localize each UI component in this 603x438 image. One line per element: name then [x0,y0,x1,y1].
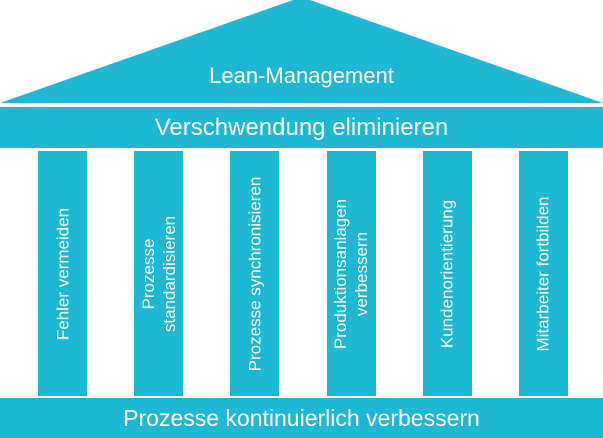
pillar-kundenorientierung: Kundenorientierung [422,151,472,396]
pillar-label-line: Prozesse synchronisieren [245,176,265,371]
pillar-fehler-vermeiden: Fehler vermeiden [38,151,87,396]
pillar-label: Prozesse synchronisieren [244,176,265,371]
roof-label: Lean-Management [209,63,394,88]
pillar-label-line: Kundenorientierung [437,199,457,348]
pillar-label-line: Fehler vermeiden [53,207,72,340]
pillar-mitarbeiter-fortbilden: Mitarbeiter fortbilden [518,151,568,396]
pillar-label: Produktionsanlagen verbessern [330,198,372,348]
pillar-label-line: verbessern [352,231,372,316]
pillar-label: Mitarbeiter fortbilden [533,196,554,351]
pillar-label-line: Prozesse [138,238,158,309]
bottom-beam-label: Prozesse kontinuierlich verbessern [123,404,480,431]
pillar-label-line: standardisieren [159,215,179,332]
top-beam: Verschwendung eliminieren [0,107,603,148]
pillars-row: Fehler vermeiden Prozesse standardisiere… [38,151,568,396]
pillar-prozesse-synchronisieren: Prozesse synchronisieren [230,151,280,396]
pillar-produktionsanlagen-verbessern: Produktionsanlagen verbessern [326,151,376,396]
pillar-label: Prozesse standardisieren [138,215,180,331]
pillar-label-line: Mitarbeiter fortbilden [533,196,553,351]
bottom-beam: Prozesse kontinuierlich verbessern [0,398,603,438]
pillar-prozesse-standardisieren: Prozesse standardisieren [134,151,184,396]
pillar-label: Kundenorientierung [437,199,458,347]
pillar-label: Fehler vermeiden [52,207,73,339]
pillar-label-line: Produktionsanlagen [331,198,351,349]
top-beam-label: Verschwendung eliminieren [154,113,449,141]
